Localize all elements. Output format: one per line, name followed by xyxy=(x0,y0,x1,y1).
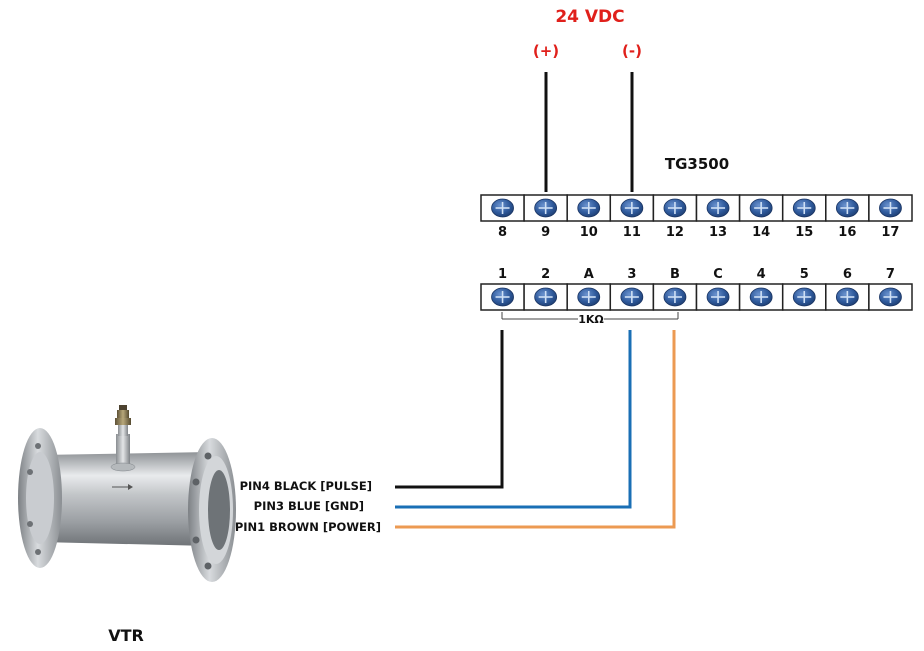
screw-icon xyxy=(534,287,558,307)
terminal-5: 5 xyxy=(781,267,827,311)
screw-icon xyxy=(879,198,902,218)
screw-icon xyxy=(663,198,687,218)
terminal-A: A xyxy=(566,267,612,311)
terminal-C: C xyxy=(695,267,741,311)
flow-meter-illustration xyxy=(18,405,236,582)
wire-blue-gnd xyxy=(395,330,632,509)
terminal-label: 1 xyxy=(498,267,507,282)
screw-icon xyxy=(706,287,730,307)
terminal-label: 2 xyxy=(541,267,550,282)
screw-icon xyxy=(835,198,859,218)
screw-icon xyxy=(577,287,601,307)
screw-icon xyxy=(749,287,773,307)
wire-brown-power xyxy=(395,330,676,529)
terminal-label: 7 xyxy=(886,267,895,282)
terminal-strip-top: 8 9 10 11 12 13 14 15 16 17 xyxy=(480,194,913,240)
screw-icon xyxy=(491,198,514,218)
terminal-13: 13 xyxy=(695,194,741,240)
terminal-14: 14 xyxy=(738,194,784,240)
terminal-label: 4 xyxy=(757,267,766,282)
terminal-strip-bottom: 1 2 A 3 B C 4 5 6 7 xyxy=(480,267,913,311)
terminal-17: 17 xyxy=(868,194,913,240)
terminal-label: 10 xyxy=(580,225,598,240)
terminal-3: 3 xyxy=(609,267,655,311)
terminal-label: 14 xyxy=(752,225,770,240)
terminal-label: 12 xyxy=(666,225,684,240)
sensor-name: VTR xyxy=(108,626,144,645)
terminal-label: C xyxy=(713,267,723,282)
terminal-label: 9 xyxy=(541,225,550,240)
terminal-label: 13 xyxy=(709,225,727,240)
screw-icon xyxy=(792,287,816,307)
terminal-10: 10 xyxy=(566,194,612,240)
terminal-7: 7 xyxy=(868,267,913,311)
resistor-label: 1KΩ xyxy=(578,313,604,326)
screw-icon xyxy=(706,198,730,218)
terminal-9: 9 xyxy=(523,194,568,240)
wire-label-gnd: PIN3 BLUE [GND] xyxy=(254,499,364,513)
wire-black-pulse xyxy=(395,330,504,489)
power-plus-label: (+) xyxy=(533,42,559,60)
terminal-label: 15 xyxy=(795,225,813,240)
wire-label-pulse: PIN4 BLACK [PULSE] xyxy=(240,479,372,493)
screw-icon xyxy=(749,198,773,218)
terminal-4: 4 xyxy=(738,267,784,311)
screw-icon xyxy=(663,287,687,307)
terminal-label: 6 xyxy=(843,267,852,282)
wire-label-power: PIN1 BROWN [POWER] xyxy=(235,520,381,534)
terminal-6: 6 xyxy=(825,267,870,311)
power-title: 24 VDC xyxy=(555,7,624,27)
terminal-2: 2 xyxy=(523,267,568,311)
terminal-label: 8 xyxy=(498,225,507,240)
terminal-B: B xyxy=(652,267,698,311)
screw-icon xyxy=(620,198,644,218)
terminal-label: 11 xyxy=(623,225,641,240)
terminal-12: 12 xyxy=(652,194,698,240)
screw-icon xyxy=(879,287,902,307)
screw-icon xyxy=(577,198,601,218)
power-minus-label: (-) xyxy=(622,42,642,60)
terminal-label: A xyxy=(584,267,594,282)
screw-icon xyxy=(491,287,514,307)
terminal-15: 15 xyxy=(781,194,827,240)
screw-icon xyxy=(534,198,558,218)
resistor-bracket: 1KΩ xyxy=(501,312,679,326)
screw-icon xyxy=(620,287,644,307)
terminal-8: 8 xyxy=(480,194,525,240)
terminal-label: 17 xyxy=(881,225,899,240)
screw-icon xyxy=(792,198,816,218)
terminal-label: 16 xyxy=(838,225,856,240)
device-name: TG3500 xyxy=(665,155,729,173)
terminal-16: 16 xyxy=(825,194,870,240)
terminal-label: B xyxy=(670,267,680,282)
terminal-label: 5 xyxy=(800,267,809,282)
terminal-11: 11 xyxy=(609,194,655,240)
terminal-label: 3 xyxy=(627,267,636,282)
screw-icon xyxy=(835,287,859,307)
terminal-1: 1 xyxy=(480,267,525,311)
